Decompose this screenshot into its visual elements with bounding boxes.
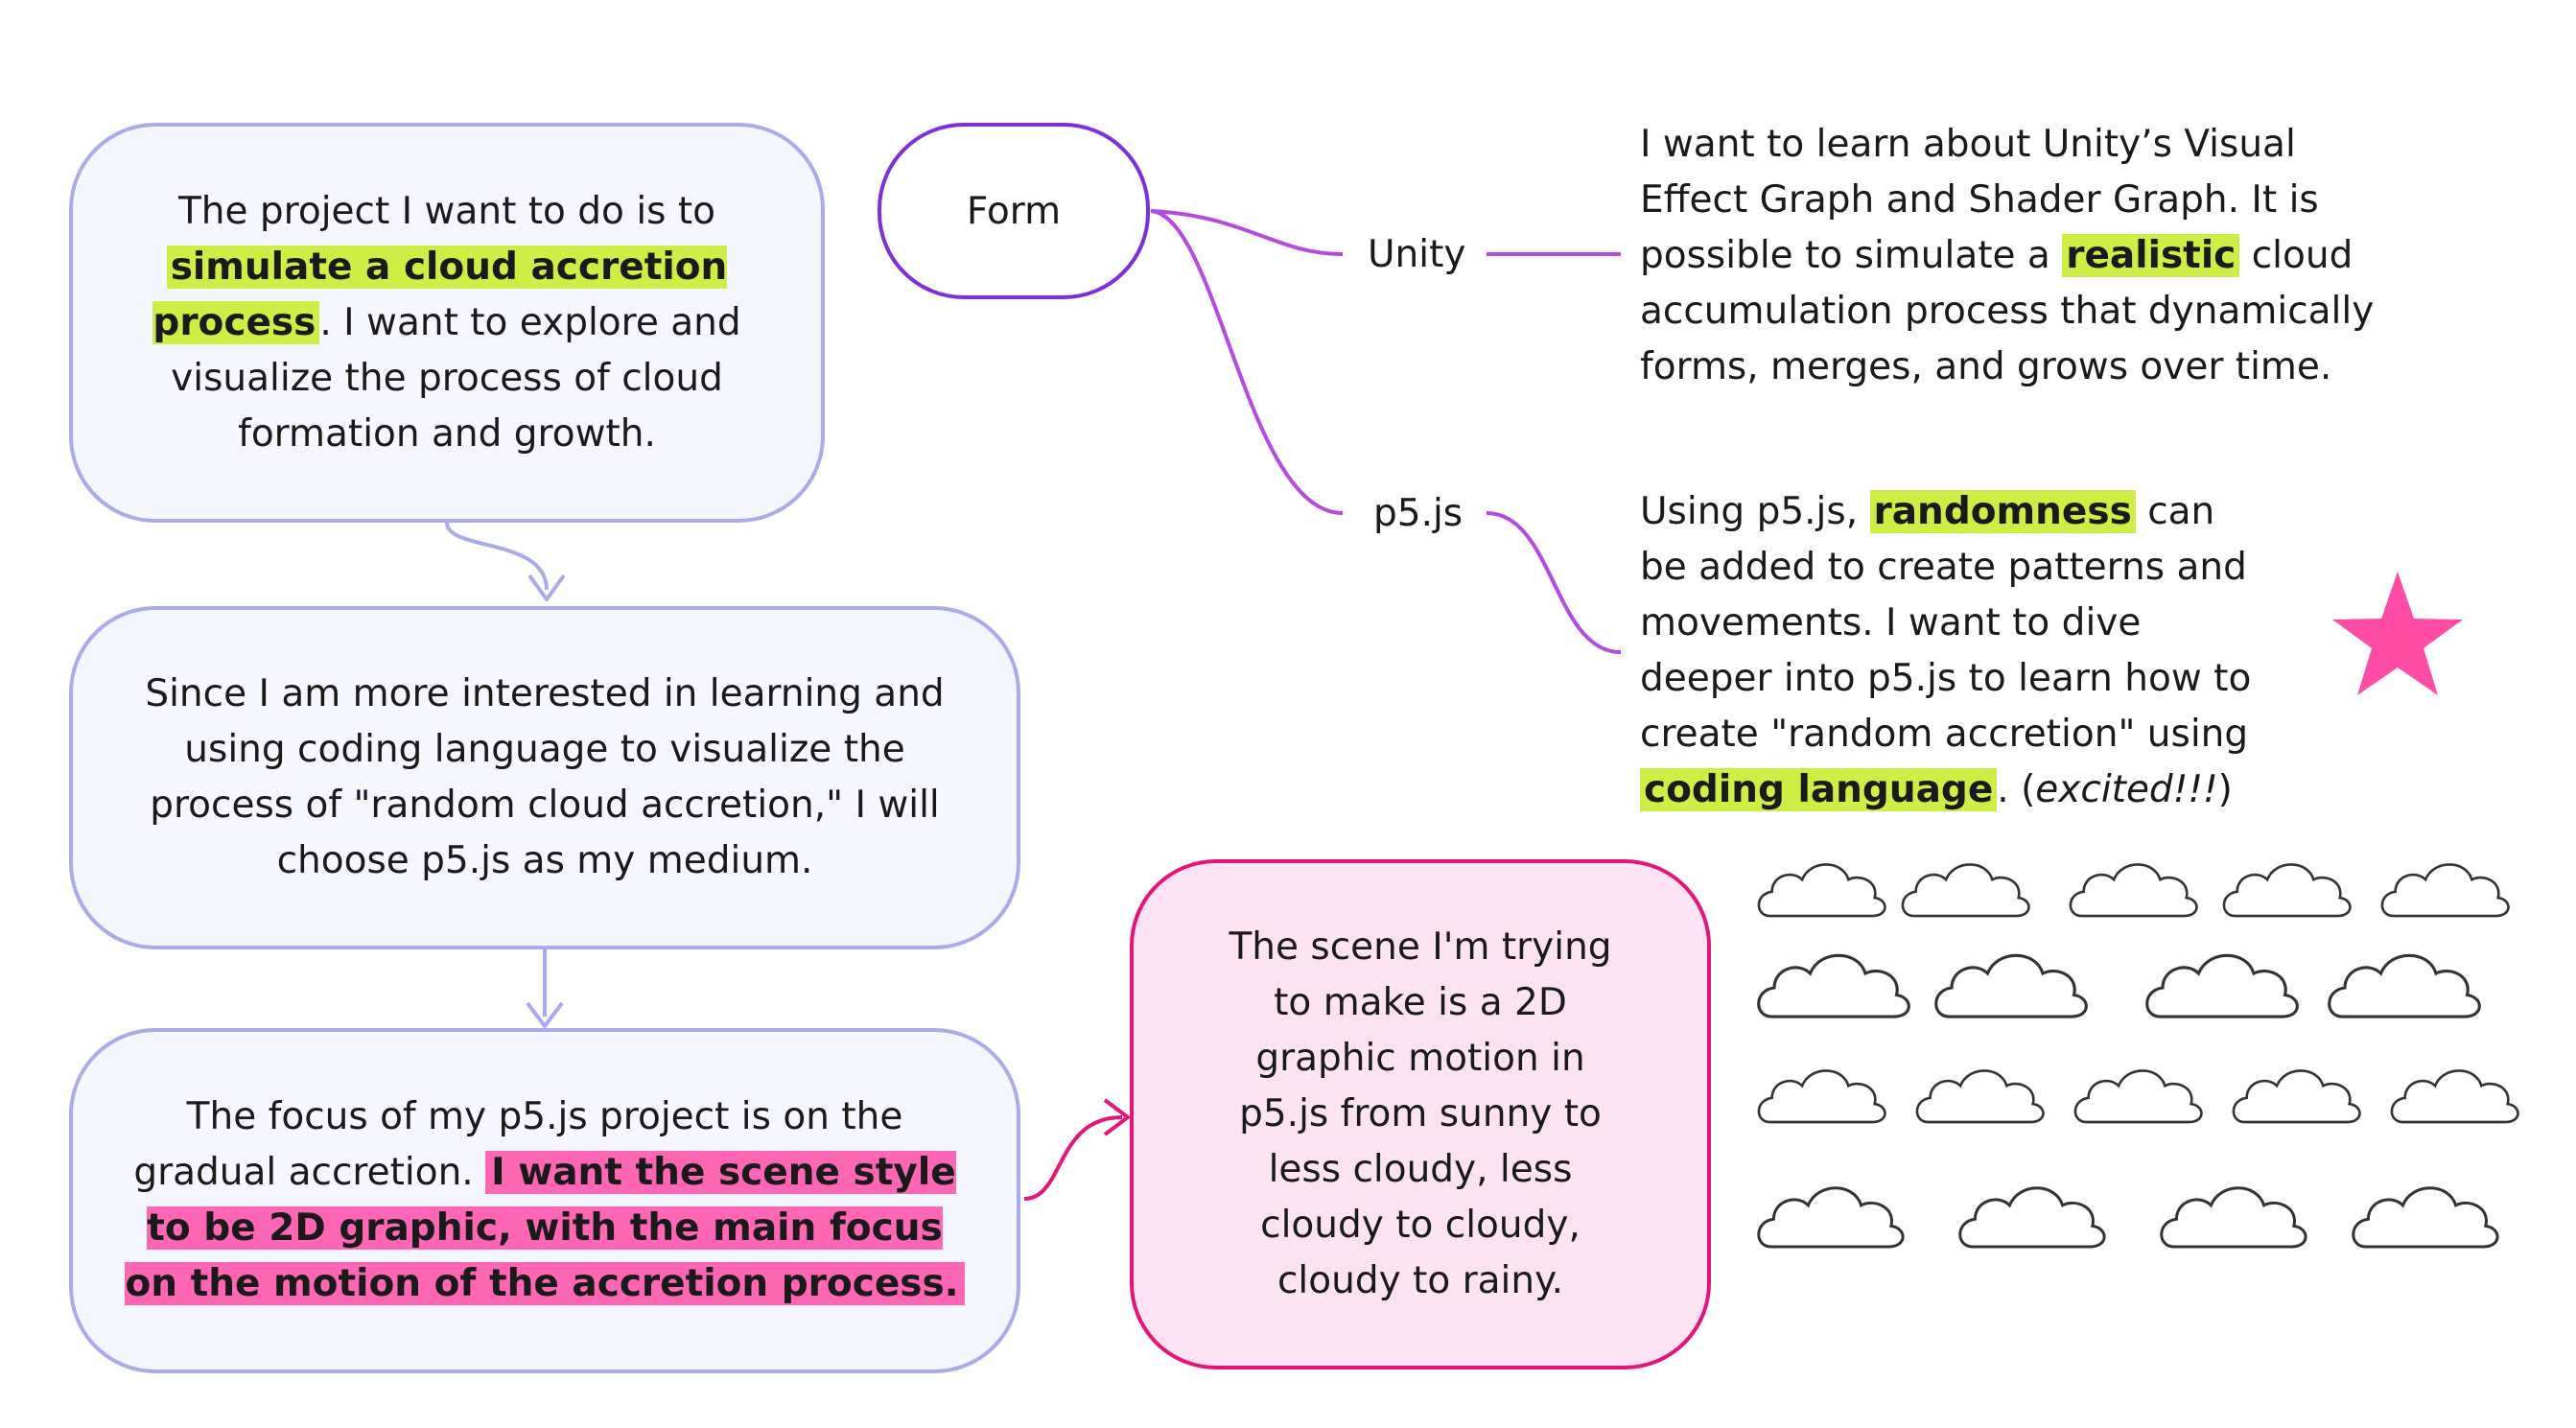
form-node: Form bbox=[878, 123, 1150, 299]
unity-description: I want to learn about Unity’s Visual Eff… bbox=[1640, 117, 2398, 395]
p5-excited-note: excited!!! bbox=[2035, 768, 2218, 811]
unity-description-rest: cloud accumulation process that dynamica… bbox=[1640, 234, 2375, 388]
medium-choice-box: Since I am more interested in learning a… bbox=[69, 606, 1020, 949]
project-goal-box: The project I want to do is to simulate … bbox=[69, 123, 825, 523]
form-label: Form bbox=[966, 189, 1062, 233]
p5-highlight-randomness: randomness bbox=[1869, 490, 2136, 533]
p5-description-middle: can be added to create patterns and move… bbox=[1640, 490, 2252, 756]
medium-choice-text: Since I am more interested in learning a… bbox=[145, 672, 945, 882]
arrowhead-box2 bbox=[527, 574, 566, 601]
scene-description-box: The scene I'm trying to make is a 2D gra… bbox=[1130, 859, 1711, 1369]
project-focus-intro: The focus of my p5.js project is on the … bbox=[133, 1095, 903, 1194]
arrowhead-box3 bbox=[526, 1001, 564, 1028]
p5-node-label: p5.js bbox=[1373, 492, 1464, 535]
unity-description-intro: I want to learn about Unity’s Visual Eff… bbox=[1640, 123, 2319, 277]
project-focus-highlight: I want the scene style to be 2D graphic,… bbox=[125, 1151, 965, 1305]
p5-description-intro: Using p5.js, bbox=[1640, 490, 1859, 533]
p5-description-punct: . ( bbox=[1997, 768, 2036, 811]
scene-description-text: The scene I'm trying to make is a 2D gra… bbox=[1229, 925, 1612, 1302]
project-focus-text: The focus of my p5.js project is on the … bbox=[121, 1089, 969, 1312]
line-form-to-unity bbox=[1150, 209, 1344, 256]
p5-highlight-coding: coding language bbox=[1640, 768, 1998, 811]
unity-highlight: realistic bbox=[2062, 234, 2240, 277]
line-form-to-p5 bbox=[1150, 209, 1344, 515]
project-goal-rest: . I want to explore and visualize the pr… bbox=[171, 300, 741, 456]
arrowhead-box4 bbox=[1103, 1098, 1130, 1136]
p5-description: Using p5.js, randomness can be added to … bbox=[1640, 484, 2254, 818]
p5-description-end: ) bbox=[2217, 768, 2233, 811]
project-goal-text: The project I want to do is to simulate … bbox=[150, 184, 744, 462]
project-focus-box: The focus of my p5.js project is on the … bbox=[69, 1028, 1020, 1373]
arrow-box1-to-box2 bbox=[445, 522, 549, 591]
arrow-box3-to-box4 bbox=[1023, 1115, 1123, 1201]
project-goal-intro: The project I want to do is to bbox=[177, 189, 716, 233]
line-p5-to-text bbox=[1486, 511, 1622, 654]
unity-node-label: Unity bbox=[1368, 233, 1466, 276]
